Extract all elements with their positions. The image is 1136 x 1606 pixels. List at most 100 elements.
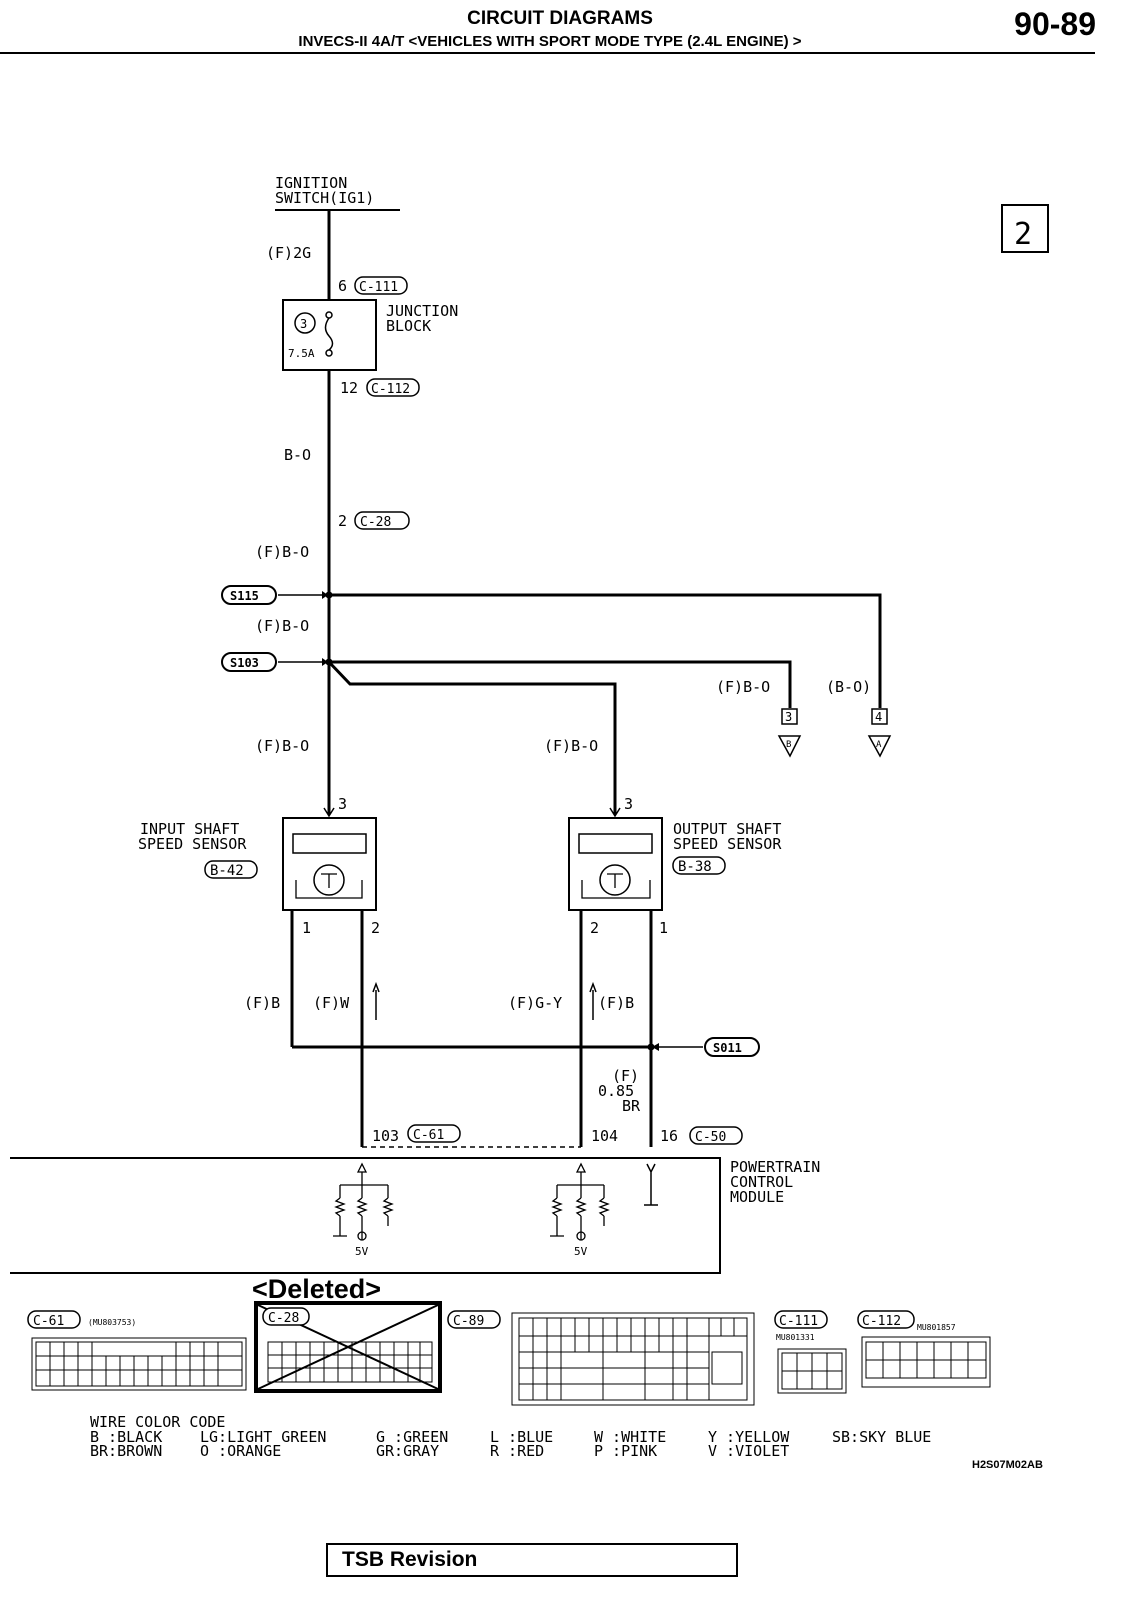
input-sensor-code: B-42	[210, 863, 244, 879]
c111-view-label: C-111	[779, 1314, 818, 1329]
c28-view-cross-2	[257, 1304, 439, 1390]
c50-code: C-50	[695, 1130, 726, 1145]
fuse-terminal-top	[325, 311, 333, 319]
s115-label: S115	[230, 589, 259, 603]
pcm-input-circuit-2	[550, 1162, 610, 1240]
wire-label-fgy: (F)G-Y	[508, 994, 562, 1012]
pcm-input-circuit-1	[333, 1162, 394, 1240]
ignition-label-1: IGNITION	[275, 174, 347, 192]
c111-pin: 6	[338, 277, 347, 295]
c89-view-grid	[511, 1312, 755, 1406]
terminal-3-letter: B	[786, 740, 791, 750]
pcm-label-1: POWERTRAIN	[730, 1158, 820, 1176]
wire-label-fbo-5: (F)B-O	[544, 737, 598, 755]
output-sensor-element	[578, 833, 653, 854]
header-rule	[0, 52, 1095, 54]
s115-arrowhead	[322, 591, 328, 599]
c89-view-label: C-89	[453, 1314, 484, 1329]
wire-label-fb-2: (F)B	[598, 994, 634, 1012]
input-sensor-transistor-lines	[295, 873, 363, 899]
wire-label-bo: B-O	[284, 446, 311, 464]
wcc-col4-b: R :RED	[490, 1442, 544, 1460]
c112-tag	[366, 378, 420, 397]
c61-code: C-61	[413, 1128, 444, 1143]
input-sensor-transistor	[313, 864, 345, 896]
s011-node	[647, 1043, 655, 1051]
c28-tag	[354, 511, 410, 530]
fuse-number: 3	[300, 317, 307, 331]
junction-block-label-2: BLOCK	[386, 317, 431, 335]
output-sensor-code: B-38	[678, 859, 712, 875]
pcm-ground-symbol	[644, 1163, 658, 1206]
wire-label-bo-paren: (B-O)	[826, 678, 871, 696]
wcc-col3-b: GR:GRAY	[376, 1442, 439, 1460]
c112-view-grid	[861, 1336, 991, 1388]
page-number: 90-89	[1014, 6, 1096, 42]
c28-code: C-28	[360, 515, 391, 530]
c28-view-label: C-28	[268, 1311, 299, 1326]
signal-arrowhead-1	[372, 981, 380, 993]
output-sensor-arrow	[609, 807, 621, 818]
input-sensor-pin-1: 1	[302, 919, 311, 937]
c111-view-part: MU801331	[776, 1333, 815, 1342]
wcc-col6-b: V :VIOLET	[708, 1442, 789, 1460]
wcc-col7-a: SB:SKY BLUE	[832, 1428, 931, 1446]
junction-block-label-1: JUNCTION	[386, 302, 458, 320]
c28-pin: 2	[338, 512, 347, 530]
output-sensor-feed	[327, 660, 617, 815]
c28-view-frame	[254, 1301, 442, 1393]
wcc-col2-a: LG:LIGHT GREEN	[200, 1428, 326, 1446]
c111-view-tag	[774, 1310, 828, 1329]
output-sensor-code-tag	[672, 856, 726, 875]
input-sensor-label-1: INPUT SHAFT	[140, 820, 239, 838]
pcm-volt-2: 5V	[574, 1245, 588, 1258]
wire-label-fw: (F)W	[313, 994, 350, 1012]
sheet-number-box	[1001, 204, 1049, 253]
drawing-code: H2S07M02AB	[972, 1459, 1043, 1471]
pcm-input-ref-2	[576, 1231, 586, 1241]
input-sensor-label-2: SPEED SENSOR	[138, 835, 247, 853]
wire-label-fbo-1: (F)B-O	[255, 543, 309, 561]
page-subtitle: INVECS-II 4A/T <VEHICLES WITH SPORT MODE…	[298, 33, 802, 50]
c112-view-label: C-112	[862, 1314, 901, 1329]
output-sensor-pin-2: 2	[590, 919, 599, 937]
input-sensor-code-tag	[204, 860, 258, 879]
c61-view-part: (MU803753)	[88, 1318, 136, 1327]
c61-view-label: C-61	[33, 1314, 64, 1329]
page-title: CIRCUIT DIAGRAMS	[467, 8, 653, 29]
c112-pin: 12	[340, 379, 358, 397]
output-sensor-label-1: OUTPUT SHAFT	[673, 820, 781, 838]
output-sensor-label-2: SPEED SENSOR	[673, 835, 782, 853]
s103-arrowhead	[322, 658, 328, 666]
output-sensor-transistor	[599, 864, 631, 896]
pcm-input-ref-1	[357, 1231, 367, 1241]
c61-view-tag	[27, 1310, 81, 1329]
junction-block-box	[282, 299, 377, 371]
terminal-4-box	[871, 708, 888, 725]
c111-view-grid	[777, 1348, 847, 1394]
wire-label-fb-1: (F)B	[244, 994, 280, 1012]
pcm-pin-104: 104	[591, 1127, 618, 1145]
c89-view-tag	[447, 1310, 501, 1329]
wcc-col1-b: BR:BROWN	[90, 1442, 162, 1460]
output-sensor-transistor-lines	[581, 873, 651, 899]
s103-tag	[221, 652, 277, 672]
input-sensor-box	[282, 817, 377, 911]
sheet-number: 2	[1014, 217, 1032, 252]
wcc-col2-b: O :ORANGE	[200, 1442, 281, 1460]
pcm-label-2: CONTROL	[730, 1173, 793, 1191]
wire-label-fbo-2: (F)B-O	[255, 617, 309, 635]
branch-wire-b	[329, 660, 792, 708]
pcm-pin-103: 103	[372, 1127, 399, 1145]
terminal-4-letter: A	[876, 740, 882, 750]
deleted-label: <Deleted>	[252, 1274, 381, 1304]
s011-arrowhead	[652, 1043, 659, 1051]
ignition-label-2: SWITCH(IG1)	[275, 189, 374, 207]
wire-label-br-1: (F)	[612, 1067, 639, 1085]
pcm-pin-16: 16	[660, 1127, 678, 1145]
c112-code: C-112	[371, 382, 410, 397]
wcc-col3-a: G :GREEN	[376, 1428, 448, 1446]
c61-view-grid	[31, 1337, 247, 1391]
s115-tag	[221, 585, 277, 605]
